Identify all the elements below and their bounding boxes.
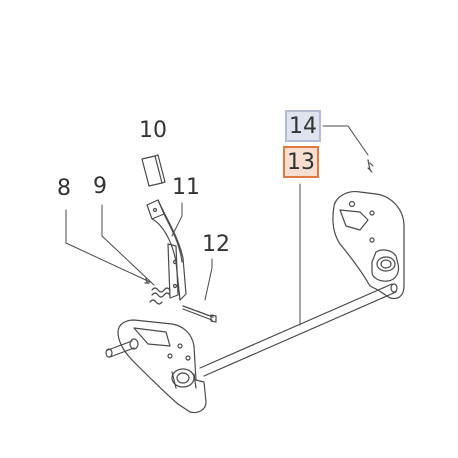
callout-13[interactable]: 13: [283, 146, 319, 178]
callout-12[interactable]: 12: [202, 232, 230, 257]
part-10-pad: [141, 154, 166, 187]
part-11-lever: [146, 199, 187, 301]
leader-line-9: [101, 204, 155, 286]
part-9-spring: [149, 287, 171, 305]
leader-line-12: [204, 258, 213, 301]
left-mounting-plate: [117, 319, 207, 414]
leader-line-11: [171, 202, 183, 237]
leader-line-14: [322, 125, 369, 156]
part-13-axle: [199, 283, 398, 377]
right-mounting-plate: [332, 191, 405, 300]
callout-11[interactable]: 11: [172, 175, 200, 200]
left-stub-shaft: [105, 338, 139, 358]
part-8-pin: [144, 277, 150, 284]
part-14-clip: [367, 159, 374, 173]
callout-8[interactable]: 8: [57, 176, 71, 201]
leader-lines: [65, 125, 369, 326]
leader-line-8: [65, 209, 151, 283]
callout-14[interactable]: 14: [285, 110, 321, 142]
callout-9[interactable]: 9: [93, 174, 107, 199]
callout-10[interactable]: 10: [139, 118, 167, 143]
part-12-bolt: [182, 305, 217, 323]
